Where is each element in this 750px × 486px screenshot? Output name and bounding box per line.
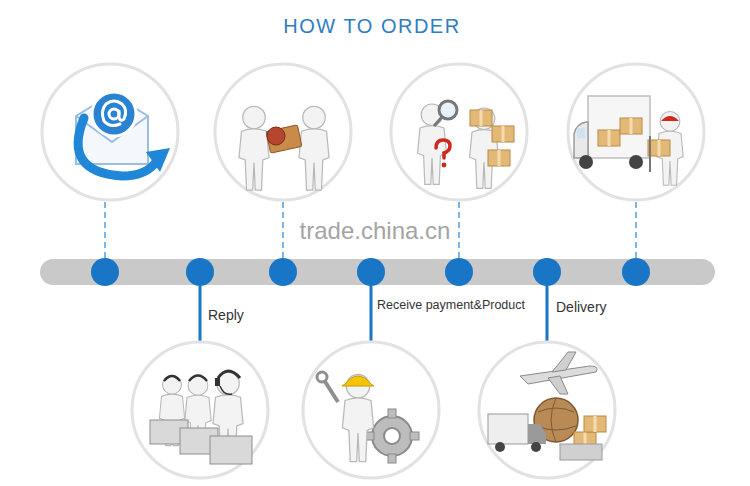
inspection-icon <box>418 101 514 188</box>
email-icon <box>102 101 125 125</box>
delivery-icon <box>488 414 528 444</box>
delivery-icon <box>560 444 602 460</box>
inspection-icon <box>488 150 510 166</box>
step-label: Delivery <box>556 299 607 316</box>
delivery-icon <box>552 352 576 372</box>
watermark: trade.china.cn <box>296 217 455 246</box>
step-label: Reply <box>208 307 244 324</box>
inspection-icon <box>442 163 447 168</box>
agreement-icon <box>239 106 329 190</box>
leader-line <box>370 286 373 342</box>
agreement-icon <box>299 106 329 190</box>
leader-line <box>635 202 637 258</box>
inspection-icon <box>470 108 499 188</box>
delivery-icon <box>548 376 568 394</box>
delivery-icon <box>488 352 606 460</box>
truck-icon <box>649 136 651 172</box>
worker-icon <box>372 416 412 456</box>
inspection-icon <box>470 110 492 126</box>
timeline-dot <box>91 258 119 286</box>
worker-icon <box>317 372 327 382</box>
inspection-icon <box>439 101 457 119</box>
delivery-icon <box>495 442 505 452</box>
truck-icon <box>577 128 585 138</box>
step-label: Receive payment&Product <box>377 298 525 313</box>
icon-circle <box>215 64 351 200</box>
delivery-icon <box>528 424 546 444</box>
inspection-icon <box>434 117 442 126</box>
diagram-title: HOW TO ORDER <box>283 14 460 38</box>
truck-icon <box>598 130 620 146</box>
worker-icon <box>342 375 373 462</box>
truck-icon <box>620 118 642 134</box>
icon-circle <box>42 64 704 478</box>
timeline-dot <box>186 258 214 286</box>
worker-icon <box>410 432 419 440</box>
email-icon <box>92 92 136 136</box>
leader-line <box>282 202 284 258</box>
support-icon <box>215 378 220 386</box>
leader-line <box>199 286 202 342</box>
leader-line <box>105 202 636 258</box>
truck-icon <box>588 96 650 158</box>
icon-circle <box>132 342 268 478</box>
icon-circle <box>479 342 615 478</box>
timeline-dot <box>533 258 561 286</box>
worker-icon <box>388 409 396 418</box>
agreement-icon <box>267 127 285 145</box>
timeline-dot <box>357 258 385 286</box>
inspection-icon <box>436 140 450 158</box>
worker-icon <box>317 372 419 463</box>
icon-circle <box>42 64 178 200</box>
truck-icon <box>629 155 643 169</box>
icon-circle <box>303 342 439 478</box>
delivery-icon <box>584 416 606 432</box>
timeline-bar <box>40 259 715 285</box>
worker-icon <box>384 428 400 444</box>
email-icon <box>76 92 170 176</box>
leader-line <box>458 202 460 258</box>
icon-circle <box>391 64 527 200</box>
email-icon <box>146 148 170 172</box>
support-icon <box>164 376 180 381</box>
support-icon <box>189 376 207 382</box>
delivery-icon <box>531 442 541 452</box>
support-icon <box>220 386 232 394</box>
truck-icon <box>648 140 670 156</box>
truck-icon <box>574 96 683 185</box>
support-icon <box>150 371 252 464</box>
icon-circle <box>568 64 704 200</box>
agreement-icon <box>266 125 302 153</box>
leader-line <box>200 286 547 342</box>
truck-icon <box>661 116 679 121</box>
worker-icon <box>388 454 396 463</box>
leader-line <box>104 202 106 258</box>
timeline-dot <box>445 258 473 286</box>
leader-line <box>546 286 549 342</box>
worker-icon <box>342 376 374 386</box>
inspection-icon <box>492 126 514 142</box>
truck-icon <box>579 155 593 169</box>
agreement-icon <box>239 106 269 190</box>
timeline-dot <box>91 258 650 286</box>
truck-icon <box>574 122 588 158</box>
worker-icon <box>324 380 338 402</box>
support-icon <box>210 436 252 464</box>
support-icon <box>218 371 240 378</box>
timeline-dot <box>269 258 297 286</box>
timeline-dot <box>622 258 650 286</box>
